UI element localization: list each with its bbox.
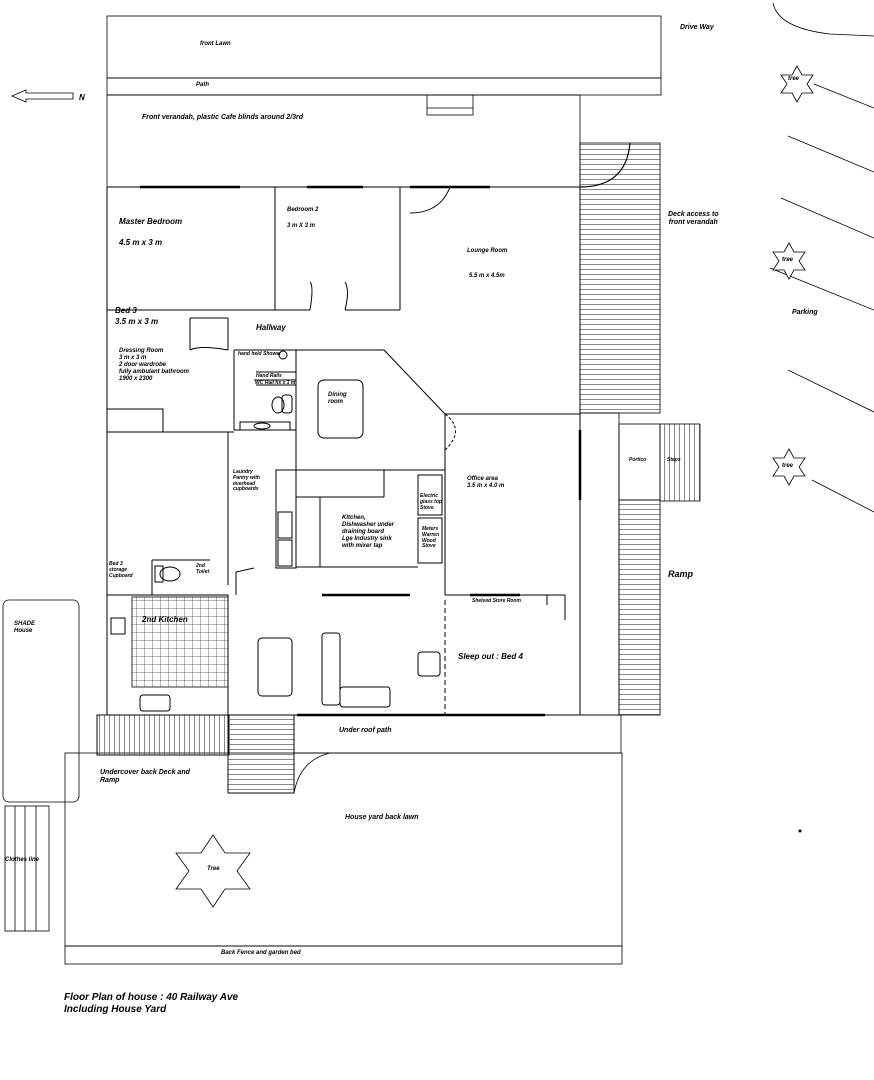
master-bedroom-label: Master Bedroom bbox=[119, 217, 183, 226]
electric-stove-label: Electric glass top Stove bbox=[420, 493, 442, 511]
lounge-size: 5.5 m x 4.5m bbox=[469, 273, 505, 279]
bed3-label: Bed 3 bbox=[115, 306, 137, 315]
lounge-label: Lounge Room bbox=[467, 248, 508, 254]
clothes-line bbox=[4, 805, 50, 932]
office-label: Office area 3.5 m x 4.0 m bbox=[467, 476, 505, 489]
tree-label: tree bbox=[782, 257, 794, 263]
hand-rails-label: Hand Rails bbox=[256, 373, 282, 379]
front-lawn-label: front Lawn bbox=[200, 41, 231, 47]
tree-icon bbox=[772, 448, 806, 486]
tree-label: tree bbox=[782, 463, 794, 469]
sleep-out-label: Sleep out : Bed 4 bbox=[458, 652, 523, 661]
path-strip bbox=[106, 77, 662, 96]
back-lawn-label: House yard back lawn bbox=[345, 814, 419, 821]
front-lawn-area bbox=[106, 15, 662, 79]
portico-label: Portico bbox=[629, 457, 647, 463]
steps-label: Steps bbox=[667, 457, 681, 463]
kitchen2-tiles bbox=[131, 596, 229, 688]
portico-area bbox=[579, 412, 620, 716]
shade-house-label: SHADE House bbox=[14, 621, 36, 634]
clothes-line-label: Clothes line bbox=[5, 857, 40, 863]
bed3-size: 3.5 m x 3 m bbox=[115, 317, 159, 326]
tree-label: tree bbox=[788, 76, 800, 82]
kitchen2-label: 2nd Kitchen bbox=[142, 615, 188, 624]
hallway-label: Hallway bbox=[256, 323, 286, 332]
yard-tree-icon bbox=[175, 834, 251, 908]
master-bedroom-size: 4.5 m x 3 m bbox=[119, 238, 163, 247]
path-label: Path bbox=[196, 82, 210, 88]
deck-access-label: Deck access to front verandah bbox=[668, 211, 719, 227]
yard-tree-label: Tree bbox=[207, 866, 220, 872]
dressing-room-label: Dressing Room 3 m x 3 m 2 door wardrobe … bbox=[119, 348, 190, 382]
shade-house bbox=[2, 599, 80, 803]
front-verandah bbox=[106, 94, 581, 188]
tree-icon bbox=[780, 65, 814, 103]
back-fence bbox=[64, 945, 623, 965]
toilet2-label: 2nd Toilet bbox=[196, 563, 210, 575]
front-verandah-label: Front verandah, plastic Cafe blinds arou… bbox=[142, 114, 304, 121]
bedroom2-label: Bedroom 2 bbox=[287, 207, 319, 213]
dining-label: Dining room bbox=[328, 392, 347, 405]
bedroom2-size: 3 m X 3 m bbox=[287, 223, 316, 229]
ramp-label: Ramp bbox=[668, 569, 694, 579]
deck-hatch bbox=[579, 142, 661, 414]
wc-rail-label: WC Rail fix x 1 m bbox=[255, 380, 296, 386]
ramp-hatch bbox=[618, 499, 661, 716]
metters-stove-label: Meters Warren Wood Stove bbox=[422, 526, 440, 550]
laundry-label: Laundry Pantry with overhead cupboards bbox=[233, 469, 260, 493]
parking-label: Parking bbox=[792, 309, 818, 316]
hand-held-shower-label: hand held Shower bbox=[238, 351, 282, 357]
plan-caption: Floor Plan of house : 40 Railway Ave Inc… bbox=[64, 992, 239, 1015]
drive-way-label: Drive Way bbox=[680, 24, 714, 31]
back-fence-label: Back Fence and garden bed bbox=[221, 950, 301, 956]
north-arrow-icon bbox=[10, 89, 74, 103]
steps-hatch bbox=[659, 423, 701, 502]
back-deck-label: Undercover back Deck and Ramp bbox=[100, 769, 190, 785]
under-roof-path-label: Under roof path bbox=[339, 727, 392, 734]
shelved-store-label: Shelved Store Room bbox=[472, 598, 521, 604]
north-label: N bbox=[79, 93, 85, 102]
bed3-storage-label: Bed 3 storage Cupboard bbox=[109, 561, 133, 579]
kitchen-label: Kitchen, Dishwasher under draining board… bbox=[342, 515, 395, 549]
driveway-curve bbox=[772, 2, 874, 37]
tree-icon bbox=[772, 242, 806, 280]
